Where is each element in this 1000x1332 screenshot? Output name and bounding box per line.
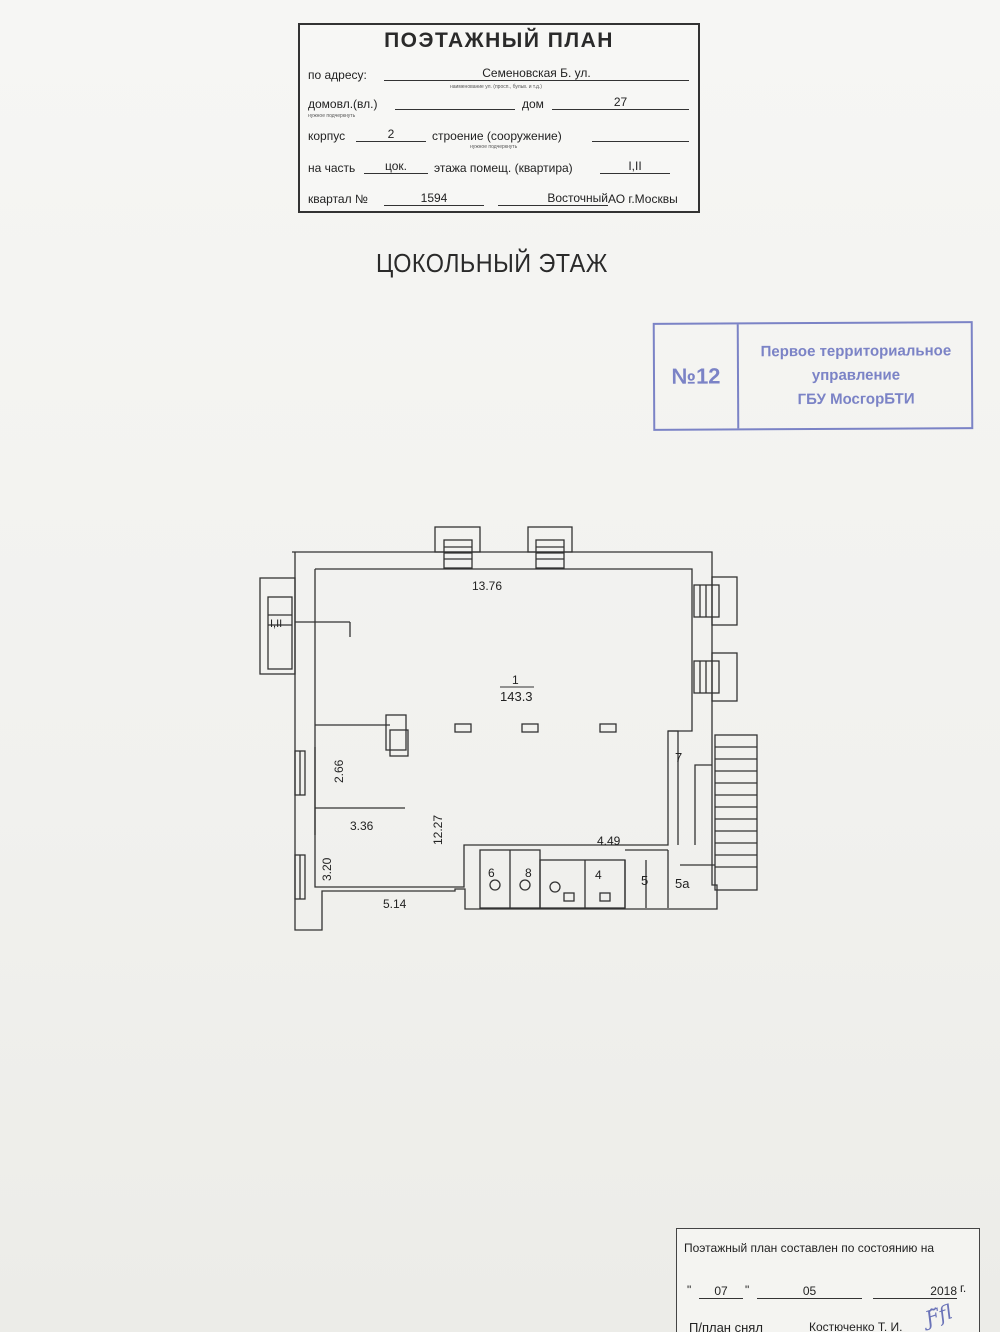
address-label: по адресу:	[308, 68, 367, 82]
surveyed-label: П/план снял	[689, 1320, 763, 1332]
room-main-number: 1	[512, 673, 519, 687]
stroenie-hint: нужное подчеркнуть	[470, 144, 518, 150]
address-value: Семеновская Б. ул.	[384, 66, 689, 81]
header-box: ПОЭТАЖНЫЙ ПЛАН по адресу: Семеновская Б.…	[298, 23, 700, 213]
room-6: 6	[488, 866, 495, 880]
dom-value: 27	[552, 95, 689, 110]
district-suffix: АО г.Москвы	[608, 192, 678, 206]
etazha-label: этажа помещ. (квартира)	[434, 161, 573, 175]
floor-plan-drawing: 13.76 1 143.3 I,II 2.66 3.36 12.27 3.20 …	[259, 526, 758, 931]
footer-month: 05	[757, 1284, 862, 1299]
dim-3-20: 3.20	[320, 857, 334, 881]
dim-4-49: 4.49	[597, 834, 621, 848]
domovl-hint: нужное подчеркнуть	[308, 113, 356, 119]
footer-year: 2018	[873, 1284, 957, 1299]
korpus-value: 2	[356, 127, 426, 142]
room-5: 5	[641, 873, 648, 888]
room-main-area: 143.3	[500, 689, 533, 704]
footer-day: 07	[699, 1284, 743, 1299]
korpus-label: корпус	[308, 129, 346, 143]
bti-stamp: №12 Первое территориальное управление ГБ…	[652, 321, 974, 431]
room-5a: 5а	[675, 876, 690, 891]
dom-label: дом	[522, 97, 544, 111]
room-7: 7	[675, 750, 682, 765]
surveyed-name: Костюченко Т. И.	[809, 1320, 903, 1332]
stamp-text: Первое территориальное управление ГБУ Мо…	[741, 323, 972, 428]
dim-2-66: 2.66	[332, 759, 346, 783]
stroenie-value	[592, 127, 689, 142]
quote-open: "	[687, 1283, 692, 1297]
floor-title: ЦОКОЛЬНЫЙ ЭТАЖ	[376, 248, 608, 278]
plan-walls	[259, 526, 758, 931]
room-8: 8	[525, 866, 532, 880]
nachast-label: на часть	[308, 161, 356, 175]
dim-3-36: 3.36	[350, 819, 374, 833]
stamp-line-2: управление	[811, 366, 901, 385]
district-value: Восточный	[498, 191, 608, 206]
stamp-line-3: ГБУ МосгорБТИ	[797, 390, 915, 409]
footer-status-line: Поэтажный план составлен по состоянию на	[684, 1241, 935, 1255]
domovl-label: домовл.(вл.)	[308, 97, 378, 111]
stamp-line-1: Первое территориальное	[760, 342, 952, 361]
nachast-value: цок.	[364, 159, 428, 174]
address-hint: наименование ул. (просп., бульв. и т.д.)	[450, 84, 542, 90]
kvartal-value: 1594	[384, 191, 484, 206]
dim-5-14: 5.14	[383, 897, 407, 911]
stroenie-label: строение (сооружение)	[432, 129, 562, 143]
stamp-number: №12	[654, 324, 740, 429]
footer-year-suffix: г.	[960, 1281, 967, 1295]
signature: Ƒ̃fl	[921, 1299, 956, 1331]
etazha-value: I,II	[600, 159, 670, 174]
document-title: ПОЭТАЖНЫЙ ПЛАН	[384, 29, 614, 52]
dim-12-27: 12.27	[431, 815, 445, 845]
footer-box: Поэтажный план составлен по состоянию на…	[676, 1228, 980, 1332]
quote-close: "	[745, 1283, 750, 1297]
kvartal-label: квартал №	[308, 192, 368, 206]
room-4: 4	[595, 868, 602, 882]
domovl-value	[395, 95, 515, 110]
entrance-label: I,II	[270, 618, 282, 630]
dim-top: 13.76	[472, 579, 502, 593]
